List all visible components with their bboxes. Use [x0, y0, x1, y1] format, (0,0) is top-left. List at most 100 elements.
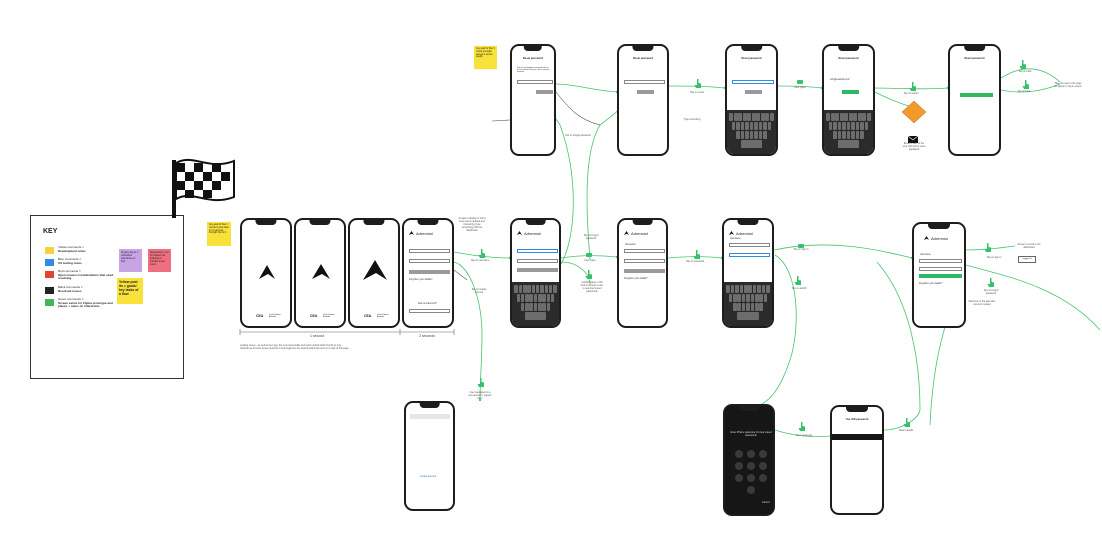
keyboard-key[interactable]: [755, 294, 759, 302]
keyboard-key[interactable]: [529, 303, 533, 311]
keyboard-key[interactable]: [763, 294, 768, 302]
keyboard-key[interactable]: [846, 122, 851, 130]
keyboard-key[interactable]: [842, 122, 846, 130]
keyboard-key[interactable]: [525, 303, 529, 311]
passcode-digit-button[interactable]: [735, 474, 743, 482]
keyboard-key[interactable]: [855, 131, 860, 139]
keyboard-key[interactable]: [864, 122, 869, 130]
keyboard-key[interactable]: [749, 131, 754, 139]
keyboard-key[interactable]: [546, 303, 551, 311]
keyboard-key[interactable]: [844, 113, 849, 121]
keyboard-key[interactable]: [748, 285, 752, 293]
keyboard-key[interactable]: [749, 122, 754, 130]
submit-button[interactable]: [637, 90, 654, 94]
keyboard-key[interactable]: [737, 303, 741, 311]
keyboard-key[interactable]: [531, 285, 536, 293]
keyboard-key[interactable]: [546, 294, 551, 302]
password-field[interactable]: [729, 253, 770, 257]
keyboard-key[interactable]: [862, 113, 867, 121]
keyboard-key[interactable]: [553, 285, 557, 293]
keyboard-key[interactable]: [752, 285, 757, 293]
keyboard-key[interactable]: [759, 303, 763, 311]
keyboard-key[interactable]: [754, 140, 758, 148]
keyboard-key[interactable]: [755, 303, 759, 311]
passcode-digit-button[interactable]: [759, 462, 767, 470]
password-field[interactable]: [624, 259, 665, 263]
email-field[interactable]: [732, 80, 774, 84]
keyboard-key[interactable]: [761, 285, 766, 293]
sign-in-button[interactable]: [919, 274, 962, 278]
keyboard-key[interactable]: [826, 113, 831, 121]
passcode-digit-button[interactable]: [747, 474, 755, 482]
keyboard-key[interactable]: [736, 122, 740, 130]
keyboard-key[interactable]: [520, 294, 525, 302]
forgot-details-link[interactable]: Forgotten your details?: [409, 279, 433, 281]
keyboard-key[interactable]: [766, 285, 770, 293]
keyboard-key[interactable]: [851, 122, 855, 130]
keyboard-key[interactable]: [763, 122, 767, 130]
forgot-details-link[interactable]: Forgotten your details?: [919, 283, 943, 285]
keyboard-key[interactable]: [740, 122, 745, 130]
keyboard-key[interactable]: [535, 285, 540, 293]
keyboard-key[interactable]: [516, 294, 521, 302]
keyboard-key[interactable]: [746, 294, 750, 302]
passcode-digit-button[interactable]: [747, 450, 755, 458]
keyboard-key[interactable]: [767, 122, 772, 130]
keyboard-key[interactable]: [833, 131, 837, 139]
suggested-credential-row[interactable]: [832, 434, 882, 440]
keyboard-key[interactable]: [525, 312, 546, 320]
keyboard-key[interactable]: [846, 131, 851, 139]
keyboard-key[interactable]: [848, 113, 853, 121]
keyboard-key[interactable]: [758, 122, 763, 130]
keyboard-key[interactable]: [851, 131, 855, 139]
keyboard-key[interactable]: [740, 131, 745, 139]
password-field[interactable]: [409, 259, 450, 263]
keyboard-key[interactable]: [540, 285, 544, 293]
keyboard-key[interactable]: [745, 122, 749, 130]
password-field[interactable]: [919, 267, 962, 271]
keyboard[interactable]: [824, 110, 873, 154]
passcode-digit-button[interactable]: [735, 450, 743, 458]
passcode-digit-button[interactable]: [735, 462, 743, 470]
keyboard-key[interactable]: [860, 122, 864, 130]
keyboard-key[interactable]: [733, 294, 737, 302]
email-field[interactable]: [517, 80, 553, 84]
keyboard-key[interactable]: [837, 122, 842, 130]
keyboard-key[interactable]: [835, 113, 840, 121]
passcode-digit-button[interactable]: [759, 450, 767, 458]
keyboard-key[interactable]: [525, 294, 529, 302]
sign-in-button[interactable]: [517, 268, 558, 272]
keyboard-key[interactable]: [733, 113, 738, 121]
passcode-digit-button[interactable]: [759, 474, 767, 482]
keyboard-key[interactable]: [763, 131, 767, 139]
keyboard-key[interactable]: [750, 303, 755, 311]
keyboard-key[interactable]: [520, 303, 525, 311]
keyboard-key[interactable]: [857, 113, 862, 121]
keyboard-key[interactable]: [523, 285, 527, 293]
keyboard-key[interactable]: [851, 140, 855, 148]
keyboard-key[interactable]: [538, 312, 542, 320]
keyboard-key[interactable]: [731, 122, 736, 130]
keyboard-key[interactable]: [828, 122, 833, 130]
keyboard-key[interactable]: [550, 294, 555, 302]
back-to-login-button[interactable]: [960, 93, 993, 97]
keyboard-key[interactable]: [742, 113, 747, 121]
keyboard-key[interactable]: [533, 294, 538, 302]
keyboard-key[interactable]: [754, 122, 758, 130]
keyboard-key[interactable]: [866, 113, 871, 121]
submit-button[interactable]: [536, 90, 553, 94]
keyboard-key[interactable]: [760, 113, 765, 121]
submit-button[interactable]: [842, 90, 859, 94]
keyboard-key[interactable]: [737, 312, 759, 320]
keyboard-key[interactable]: [833, 122, 837, 130]
keyboard-key[interactable]: [544, 285, 548, 293]
keyboard-key[interactable]: [533, 303, 538, 311]
keyboard-key[interactable]: [769, 113, 774, 121]
keyboard-key[interactable]: [745, 131, 749, 139]
keyboard-key[interactable]: [538, 294, 542, 302]
username-field[interactable]: [409, 249, 450, 253]
keyboard-key[interactable]: [741, 294, 746, 302]
keyboard-key[interactable]: [542, 303, 546, 311]
keyboard-key[interactable]: [737, 294, 741, 302]
cancel-link[interactable]: Cancel: [762, 501, 770, 504]
